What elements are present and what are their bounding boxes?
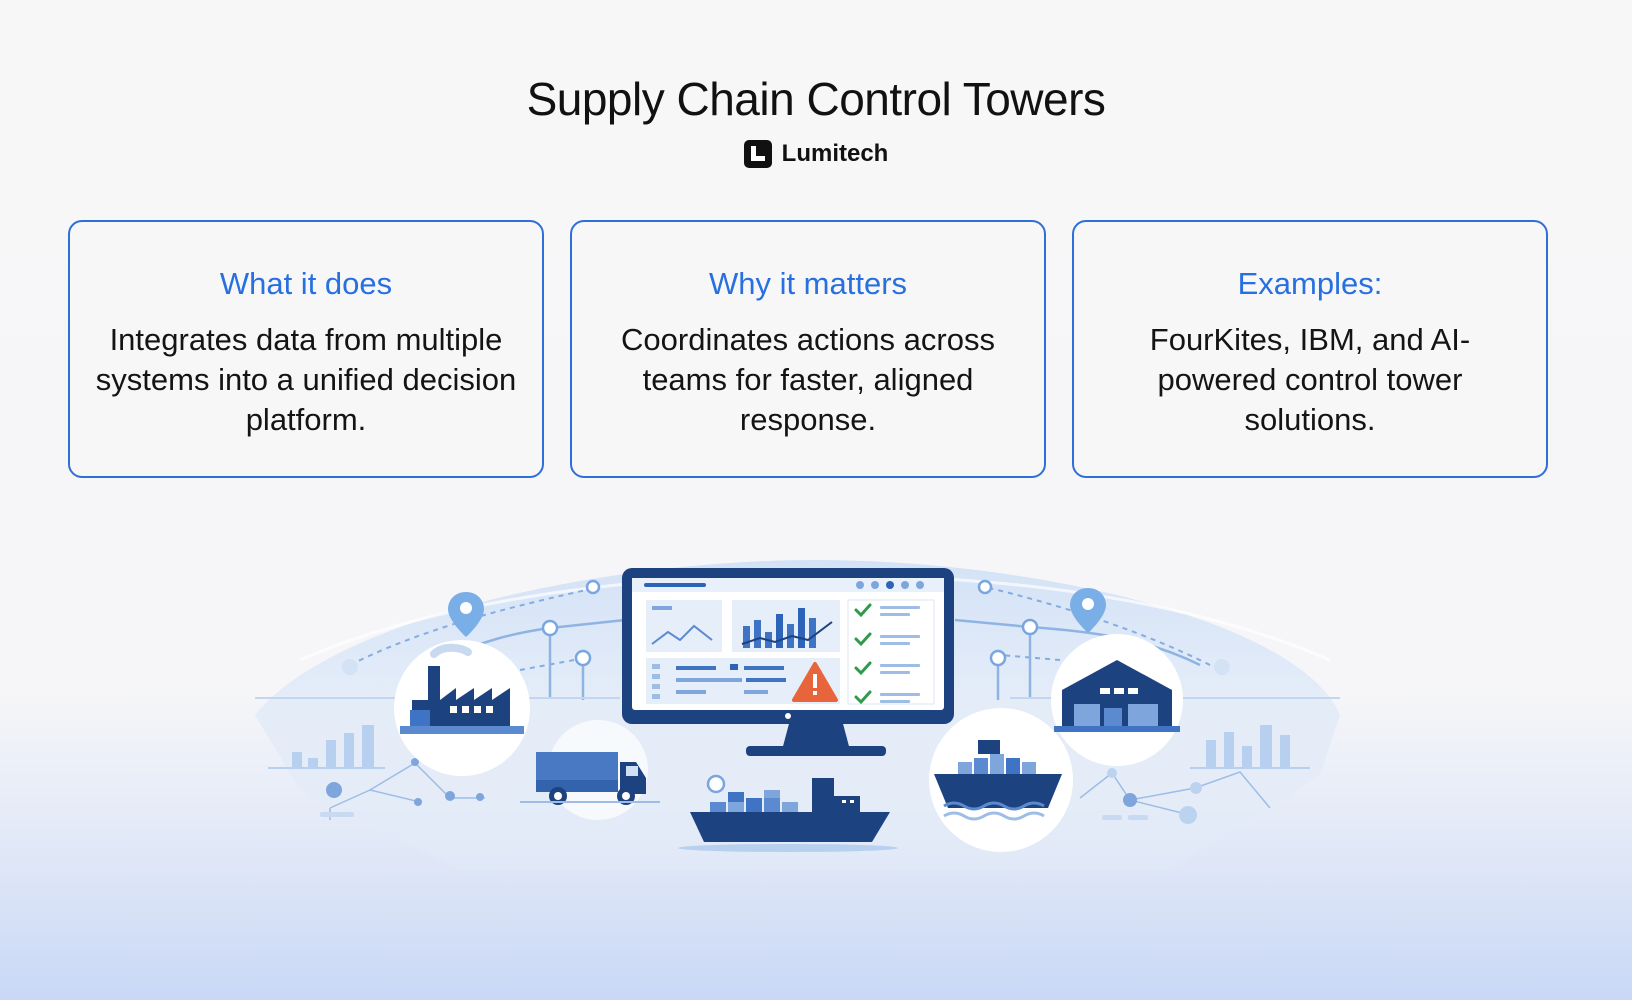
card-body: Coordinates actions across teams for fas… xyxy=(621,322,995,437)
monitor-dashboard-icon xyxy=(622,568,954,756)
truck-icon xyxy=(520,720,660,820)
card-heading: What it does xyxy=(219,266,393,301)
cargo-ship-icon xyxy=(678,774,898,852)
location-pin-icon xyxy=(448,592,484,637)
decorative-bars-right xyxy=(1206,725,1290,768)
factory-icon xyxy=(394,640,530,776)
page-title: Supply Chain Control Towers xyxy=(526,73,1106,125)
card-heading: Examples: xyxy=(1237,266,1383,301)
supply-chain-illustration xyxy=(255,560,1340,870)
card-examples: Examples: FourKites, IBM, and AI-powered… xyxy=(1072,220,1548,478)
card-heading: Why it matters xyxy=(708,266,908,301)
brand: Lumitech xyxy=(0,140,1632,168)
card-what-it-does: What it does Integrates data from multip… xyxy=(68,220,544,478)
card-why-it-matters: Why it matters Coordinates actions acros… xyxy=(570,220,1046,478)
warning-icon xyxy=(792,662,838,702)
card-body: FourKites, IBM, and AI-powered control t… xyxy=(1149,322,1471,437)
brand-name: Lumitech xyxy=(781,140,889,167)
decorative-bars-left xyxy=(292,725,374,768)
lumitech-logo-icon xyxy=(743,140,772,168)
card-body: Integrates data from multiple systems in… xyxy=(95,322,517,437)
container-ship-icon xyxy=(929,708,1073,852)
warehouse-icon xyxy=(1051,634,1183,766)
location-pin-icon xyxy=(1070,588,1106,633)
checkmark-icon xyxy=(854,603,872,705)
